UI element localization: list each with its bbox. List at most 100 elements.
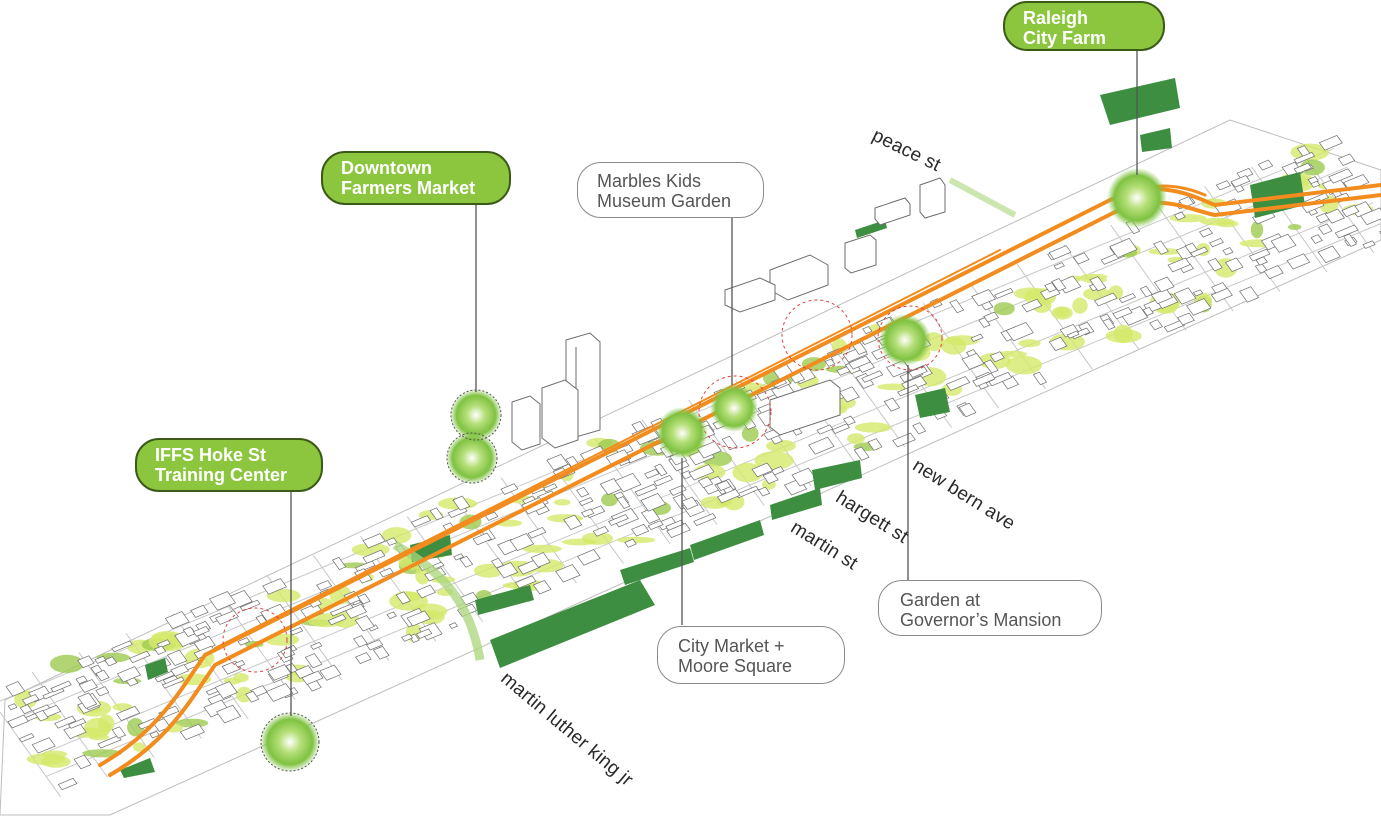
- building-footprint: [319, 664, 342, 681]
- building-footprint: [1142, 306, 1154, 317]
- building-footprint: [843, 415, 856, 426]
- park-north-1: [1140, 128, 1172, 152]
- building-footprint: [961, 352, 985, 370]
- peace-st-road: [948, 177, 1017, 218]
- building-footprint: [509, 533, 535, 552]
- building-footprint: [115, 705, 141, 722]
- site-city-market: [656, 407, 708, 459]
- building-footprint: [161, 676, 185, 689]
- building-footprint: [354, 560, 376, 573]
- vegetation-patch: [49, 654, 84, 674]
- building-footprint: [1070, 327, 1091, 340]
- building-footprint: [77, 692, 98, 709]
- building-footprint: [751, 462, 774, 478]
- building-footprint: [735, 485, 759, 499]
- building-footprint: [331, 556, 347, 571]
- vegetation-patch: [1288, 224, 1302, 230]
- vegetation-patch: [41, 755, 71, 768]
- building-footprint: [983, 359, 999, 374]
- building-footprint: [532, 579, 552, 595]
- building-footprint: [1059, 323, 1080, 338]
- building-footprint: [128, 650, 151, 664]
- building-footprint: [77, 655, 95, 669]
- building-footprint: [1328, 168, 1354, 184]
- building-footprint: [234, 659, 246, 668]
- building-footprint: [514, 575, 537, 589]
- park-west-1: [410, 535, 452, 562]
- building-footprint: [883, 397, 901, 412]
- callout-marbles-kids-museum-garden[interactable]: Marbles Kids Museum Garden: [577, 162, 764, 218]
- building-footprint: [757, 486, 771, 497]
- site-governors-mansion: [879, 314, 931, 366]
- building-footprint: [1359, 207, 1381, 226]
- building-footprint: [289, 626, 304, 636]
- building-footprint: [1343, 233, 1357, 247]
- building-footprint: [1044, 282, 1057, 293]
- building-footprint: [1109, 237, 1138, 259]
- building-footprint: [989, 351, 1005, 363]
- building-footprint: [592, 525, 610, 537]
- callout-line: Moore Square: [678, 656, 793, 676]
- park-west-3: [120, 758, 155, 778]
- building-footprint: [484, 511, 499, 521]
- building-footprint: [21, 694, 40, 706]
- building-footprint: [1198, 227, 1213, 238]
- vegetation-patch: [1072, 297, 1088, 314]
- callout-iffs-hoke-st[interactable]: IFFS Hoke St Training Center: [135, 438, 323, 492]
- building-footprint: [1177, 312, 1195, 326]
- building-footprint: [716, 488, 741, 504]
- vegetation-patch: [127, 718, 145, 737]
- building-footprint: [1310, 234, 1323, 244]
- building-footprint: [1153, 276, 1175, 293]
- building-footprint: [301, 670, 324, 686]
- building-footprint: [527, 526, 547, 539]
- building-footprint: [237, 637, 251, 646]
- site-farmers-market-1: [450, 389, 502, 441]
- building-footprint: [362, 533, 386, 549]
- callout-downtown-farmers-market[interactable]: Downtown Farmers Market: [321, 151, 511, 205]
- building-footprint: [1224, 257, 1244, 273]
- building-footprint: [245, 690, 260, 703]
- building-footprint: [372, 645, 390, 660]
- callout-line: Training Center: [155, 465, 288, 485]
- building-footprint: [824, 358, 836, 367]
- building-footprint: [170, 664, 190, 677]
- building-footprint: [605, 449, 632, 467]
- building-footprint: [530, 552, 551, 568]
- building-footprint: [696, 440, 722, 459]
- building-footprint: [1286, 253, 1311, 270]
- building-footprint: [580, 508, 595, 518]
- callout-city-market-moore-square[interactable]: City Market + Moore Square: [657, 626, 845, 684]
- vegetation-patch: [601, 492, 618, 507]
- building-footprint: [353, 635, 368, 648]
- building-footprint: [7, 703, 18, 711]
- building-footprint: [265, 683, 294, 702]
- building-footprint: [867, 438, 883, 451]
- callout-garden-governors-mansion[interactable]: Garden at Governor’s Mansion: [878, 580, 1102, 636]
- vegetation-patch: [133, 742, 146, 752]
- building-footprint: [693, 513, 717, 527]
- vegetation-patch: [84, 717, 111, 738]
- site-rings: [222, 299, 943, 673]
- building-footprint: [104, 656, 118, 667]
- building-footprint: [327, 614, 347, 626]
- building-footprint: [563, 514, 583, 531]
- building-footprint: [156, 639, 171, 649]
- site-hoke-st: [260, 712, 320, 772]
- building-footprint: [1163, 319, 1186, 333]
- vegetation-patch: [1105, 329, 1142, 343]
- vegetation-patch: [266, 589, 301, 603]
- vegetation-patch: [847, 433, 865, 444]
- callout-raleigh-city-farm[interactable]: Raleigh City Farm: [1003, 1, 1165, 51]
- building-footprint: [94, 655, 107, 664]
- vegetation-patch: [1014, 287, 1047, 300]
- building-footprint: [1317, 245, 1341, 264]
- building-footprint: [848, 355, 871, 370]
- building-footprint: [1192, 289, 1204, 297]
- building-footprint: [631, 523, 650, 537]
- building-footprint: [1072, 252, 1090, 265]
- vegetation-patch: [741, 425, 759, 442]
- building-footprint: [192, 625, 210, 637]
- building-footprint: [5, 681, 26, 697]
- building-footprint: [355, 652, 372, 665]
